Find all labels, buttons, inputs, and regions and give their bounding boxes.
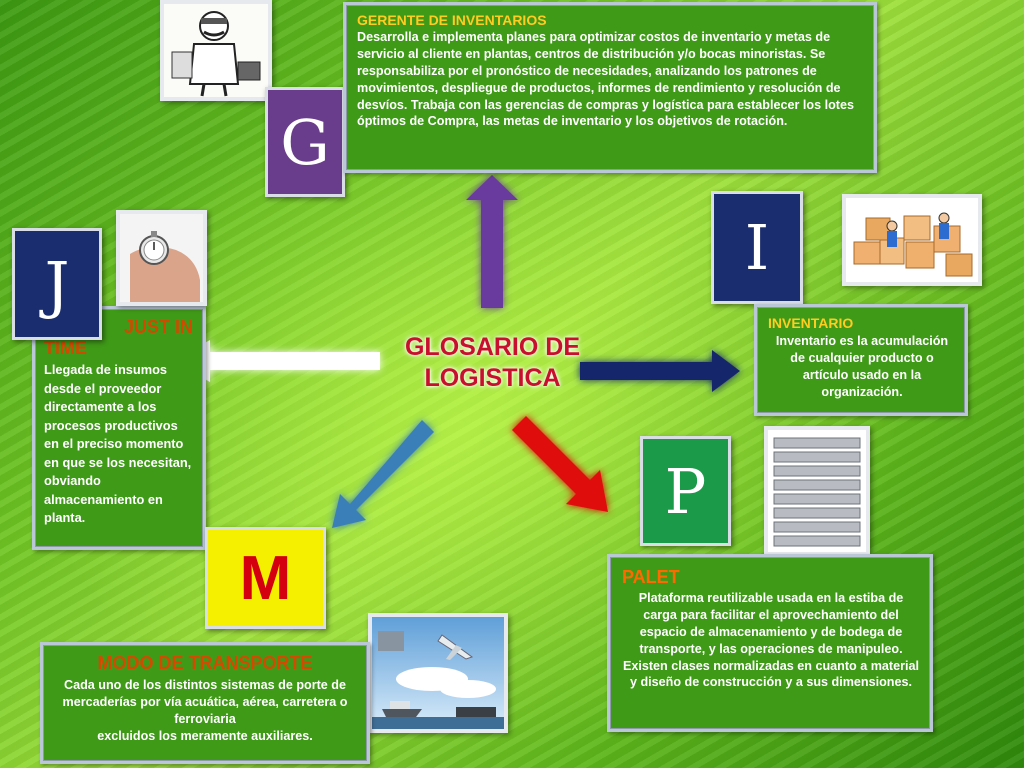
letter-i: I	[744, 211, 770, 284]
card-just-in-time: JUST IN TIME Llegada de insumos desde el…	[32, 306, 206, 550]
inventario-title: INVENTARIO	[768, 315, 854, 331]
jit-text: Llegada de insumos desde el proveedor di…	[44, 362, 192, 526]
letter-m: M	[239, 543, 292, 613]
boxes-icon	[846, 198, 978, 282]
jit-title-a: JUST IN	[123, 317, 193, 337]
title-line-2: LOGISTICA	[424, 364, 561, 393]
letter-p: P	[664, 454, 707, 528]
modo-text-a: Cada uno de los distintos sistemas de po…	[62, 678, 348, 726]
letter-tile-g: G	[265, 87, 345, 197]
letter-tile-m: M	[205, 527, 326, 629]
transport-illustration	[368, 613, 508, 733]
inventario-text: Inventario es la acumulación de cualquie…	[775, 334, 949, 399]
letter-tile-p: P	[640, 436, 731, 546]
modo-title: MODO DE TRANSPORTE	[97, 653, 313, 673]
modo-text-b: excluidos los meramente auxiliares.	[97, 728, 313, 743]
arrow-left	[172, 340, 380, 382]
jit-title-b: TIME	[44, 338, 87, 358]
title-line-1: GLOSARIO DE	[404, 333, 580, 361]
arrow-right	[580, 350, 740, 392]
letter-j: J	[44, 247, 70, 321]
pallet-illustration	[764, 426, 870, 556]
letter-tile-j: J	[12, 228, 102, 340]
transport-icon	[372, 617, 504, 729]
card-inventario: INVENTARIO Inventario es la acumulación …	[754, 304, 968, 416]
manager-icon	[164, 4, 268, 97]
arrow-down-right	[512, 416, 608, 512]
arrow-up	[466, 175, 518, 308]
pallet-icon	[768, 430, 866, 552]
palet-text: Plataforma reutilizable usada en la esti…	[622, 591, 920, 690]
letter-g: G	[280, 105, 330, 179]
gerente-text: Desarrolla e implementa planes para opti…	[357, 30, 854, 129]
card-gerente: GERENTE DE INVENTARIOS Desarrolla e impl…	[343, 2, 877, 173]
boxes-illustration	[842, 194, 982, 286]
diagram-title: GLOSARIO DE LOGISTICA	[380, 332, 605, 395]
letter-tile-i: I	[711, 191, 803, 304]
stopwatch-icon	[120, 214, 203, 302]
arrow-down-left	[332, 420, 434, 528]
card-palet: PALET Plataforma reutilizable usada en l…	[607, 554, 933, 732]
stopwatch-illustration	[116, 210, 207, 306]
palet-title: PALET	[622, 567, 680, 587]
manager-illustration	[160, 0, 272, 101]
gerente-title: GERENTE DE INVENTARIOS	[357, 12, 547, 28]
card-modo-transporte: MODO DE TRANSPORTE Cada uno de los disti…	[40, 642, 370, 764]
